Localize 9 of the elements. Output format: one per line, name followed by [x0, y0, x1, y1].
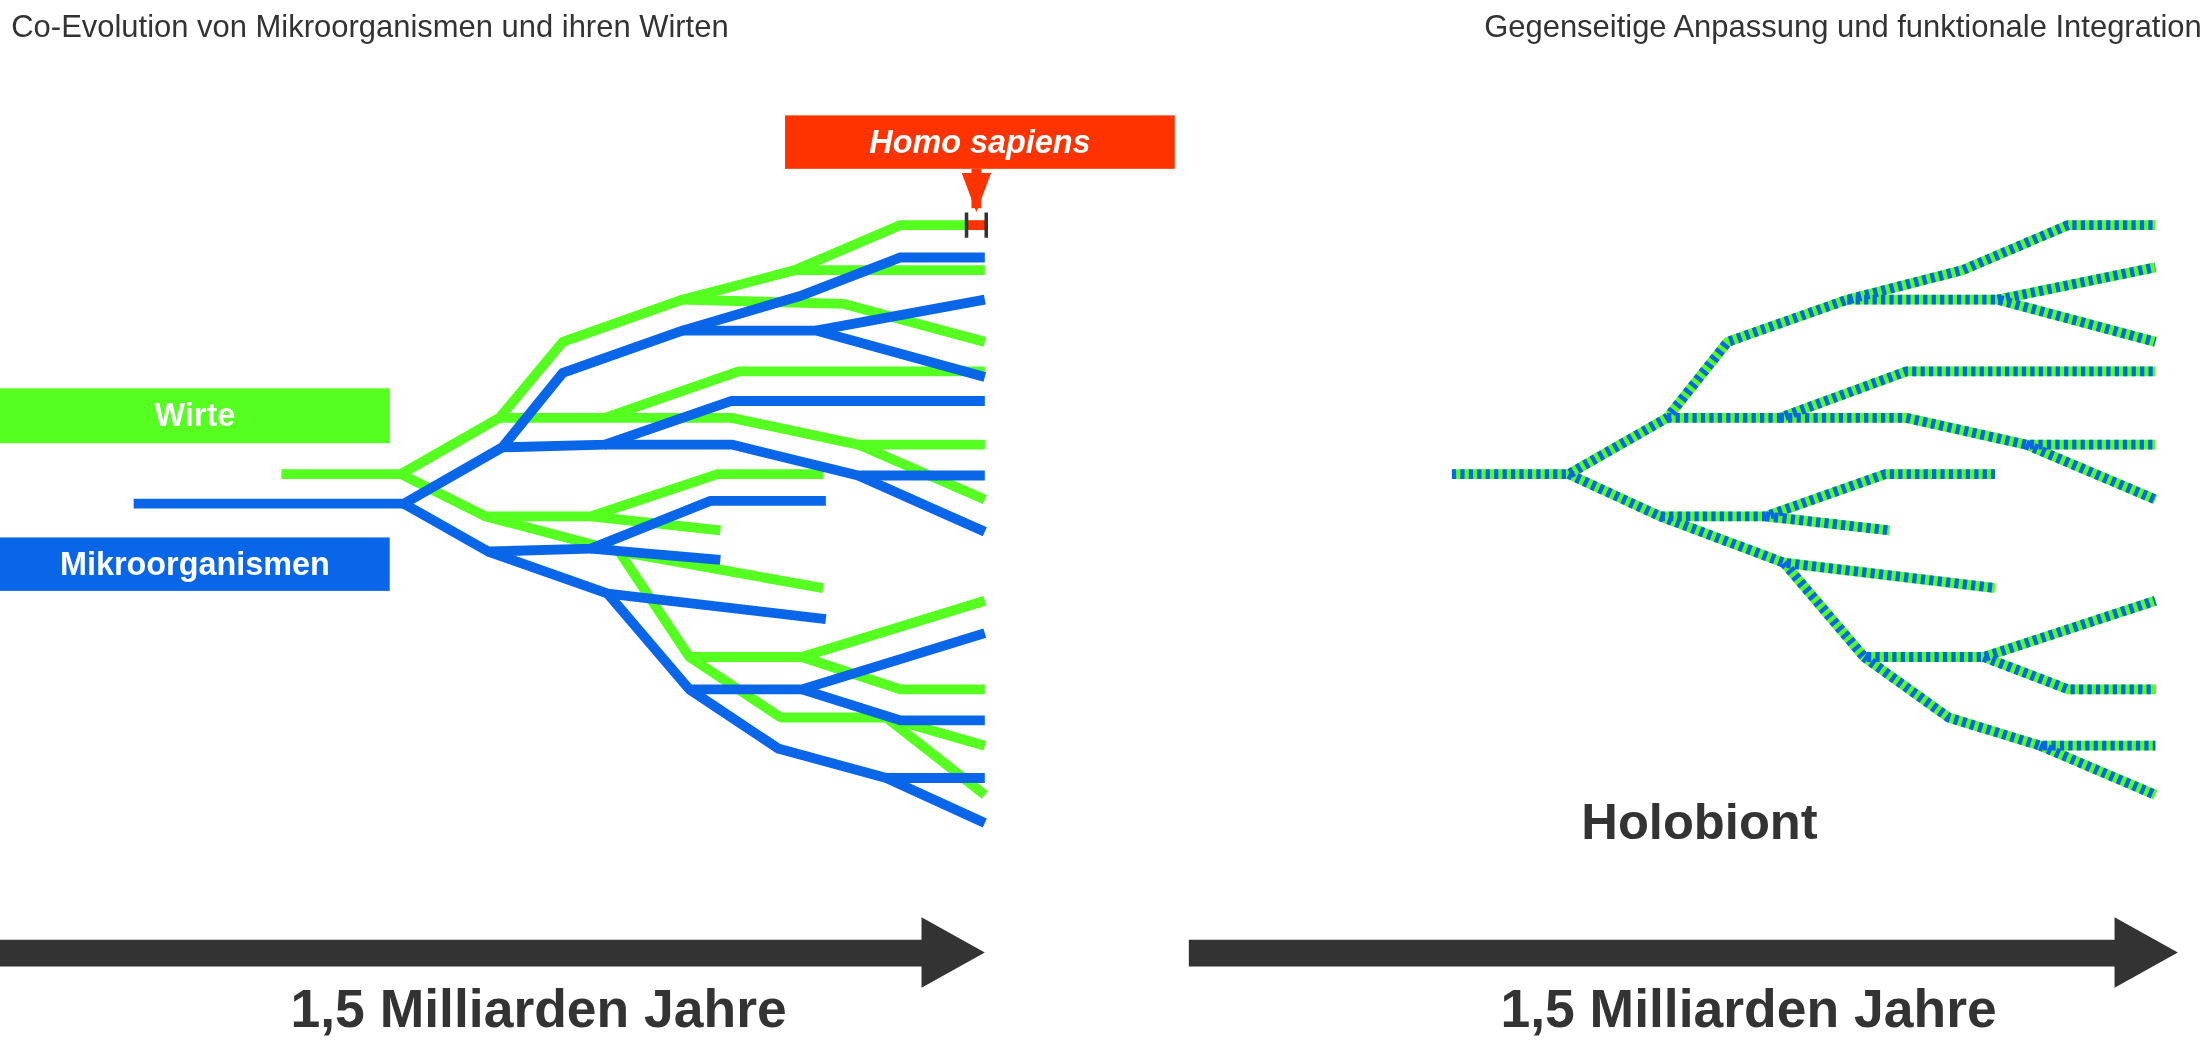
diagram-caption: Holobiont — [1581, 792, 1818, 852]
heading: Co-Evolution von Mikroorganismen und ihren Wirten — [11, 8, 729, 45]
heading: Gegenseitige Anpassung und funktionale Integration — [1484, 8, 2202, 45]
species-label: Homo sapiens — [785, 115, 1175, 169]
microorganisms-label: Mikroorganismen — [0, 537, 390, 591]
arrow — [961, 168, 992, 213]
axis-label: 1,5 Milliarden Jahre — [1500, 979, 1997, 1040]
hosts-label: Wirte — [0, 388, 390, 444]
axis-label: 1,5 Milliarden Jahre — [290, 979, 787, 1040]
